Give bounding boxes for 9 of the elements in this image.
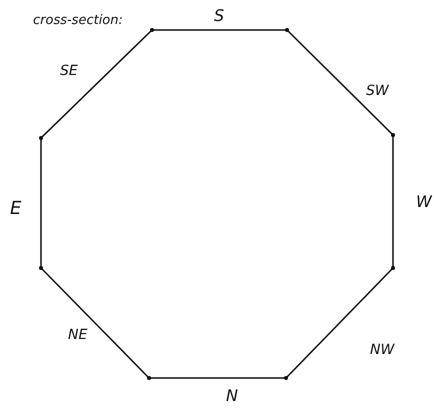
heading-label: cross-section:: [33, 14, 123, 27]
side-label: NE: [68, 328, 88, 342]
side-label: SW: [366, 84, 389, 98]
side-label: S: [214, 8, 224, 24]
side-label: SE: [60, 64, 78, 78]
side-label: E: [10, 200, 22, 218]
side-label: W: [416, 194, 432, 210]
side-label: N: [226, 388, 238, 404]
side-label: NW: [370, 343, 394, 357]
